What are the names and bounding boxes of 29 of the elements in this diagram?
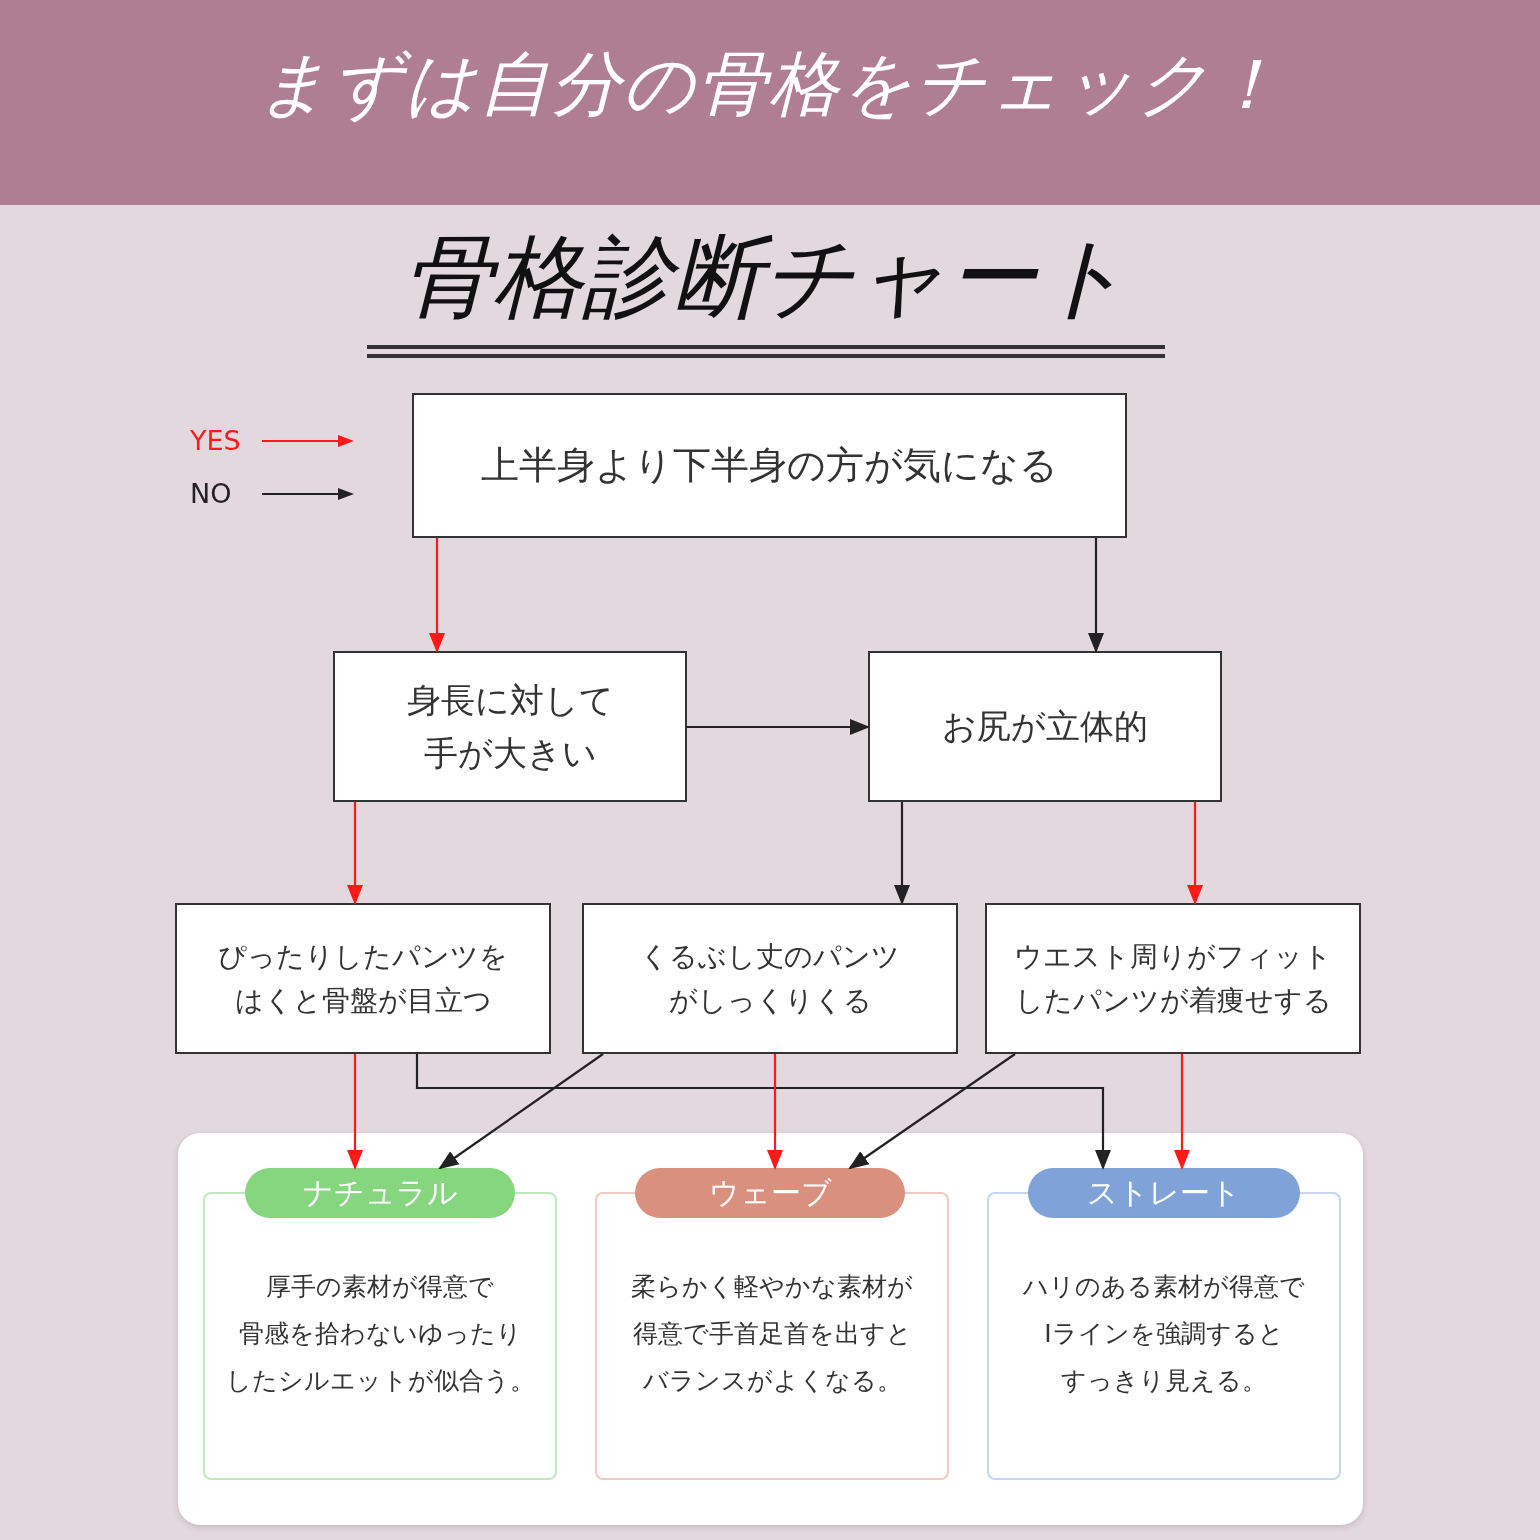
arrow: [438, 1053, 604, 1170]
arrow: [894, 802, 910, 905]
arrow: [1174, 1054, 1190, 1170]
arrow: [687, 719, 870, 735]
card-text: 厚手の素材が得意で骨感を拾わないゆったりしたシルエットが似合う。: [224, 1271, 536, 1397]
question-box: 身長に対して手が大きい: [333, 651, 687, 802]
arrow: [347, 802, 363, 905]
arrow: [429, 538, 445, 653]
arrow: [767, 1054, 783, 1170]
arrow: [347, 1054, 363, 1170]
banner-title: まずは自分の骨格をチェック！: [256, 42, 1284, 126]
type-badge: ナチュラル: [245, 1168, 515, 1218]
type-badge: ウェーブ: [635, 1168, 905, 1218]
question-box: お尻が立体的: [868, 651, 1222, 802]
result-panel: [178, 1133, 1363, 1525]
legend-label: NO: [190, 477, 232, 511]
type-badge: ストレート: [1028, 1168, 1300, 1218]
arrow: [1187, 802, 1203, 905]
legend-label: YES: [190, 424, 241, 458]
chart-title: 骨格診断チャート: [367, 222, 1165, 358]
card-text: ハリのある素材が得意でIラインを強調するとすっきり見える。: [1022, 1271, 1306, 1397]
question-box: 上半身より下半身の方が気になる: [412, 393, 1127, 538]
arrow: [415, 1054, 1111, 1170]
question-box: ウエスト周りがフィットしたパンツが着痩せする: [985, 903, 1361, 1054]
question-box: くるぶし丈のパンツがしっくりくる: [582, 903, 958, 1054]
arrow: [1088, 538, 1104, 653]
arrow: [848, 1053, 1016, 1170]
question-box: ぴったりしたパンツをはくと骨盤が目立つ: [175, 903, 551, 1054]
card-text: 柔らかく軽やかな素材が得意で手首足首を出すとバランスがよくなる。: [630, 1271, 914, 1397]
